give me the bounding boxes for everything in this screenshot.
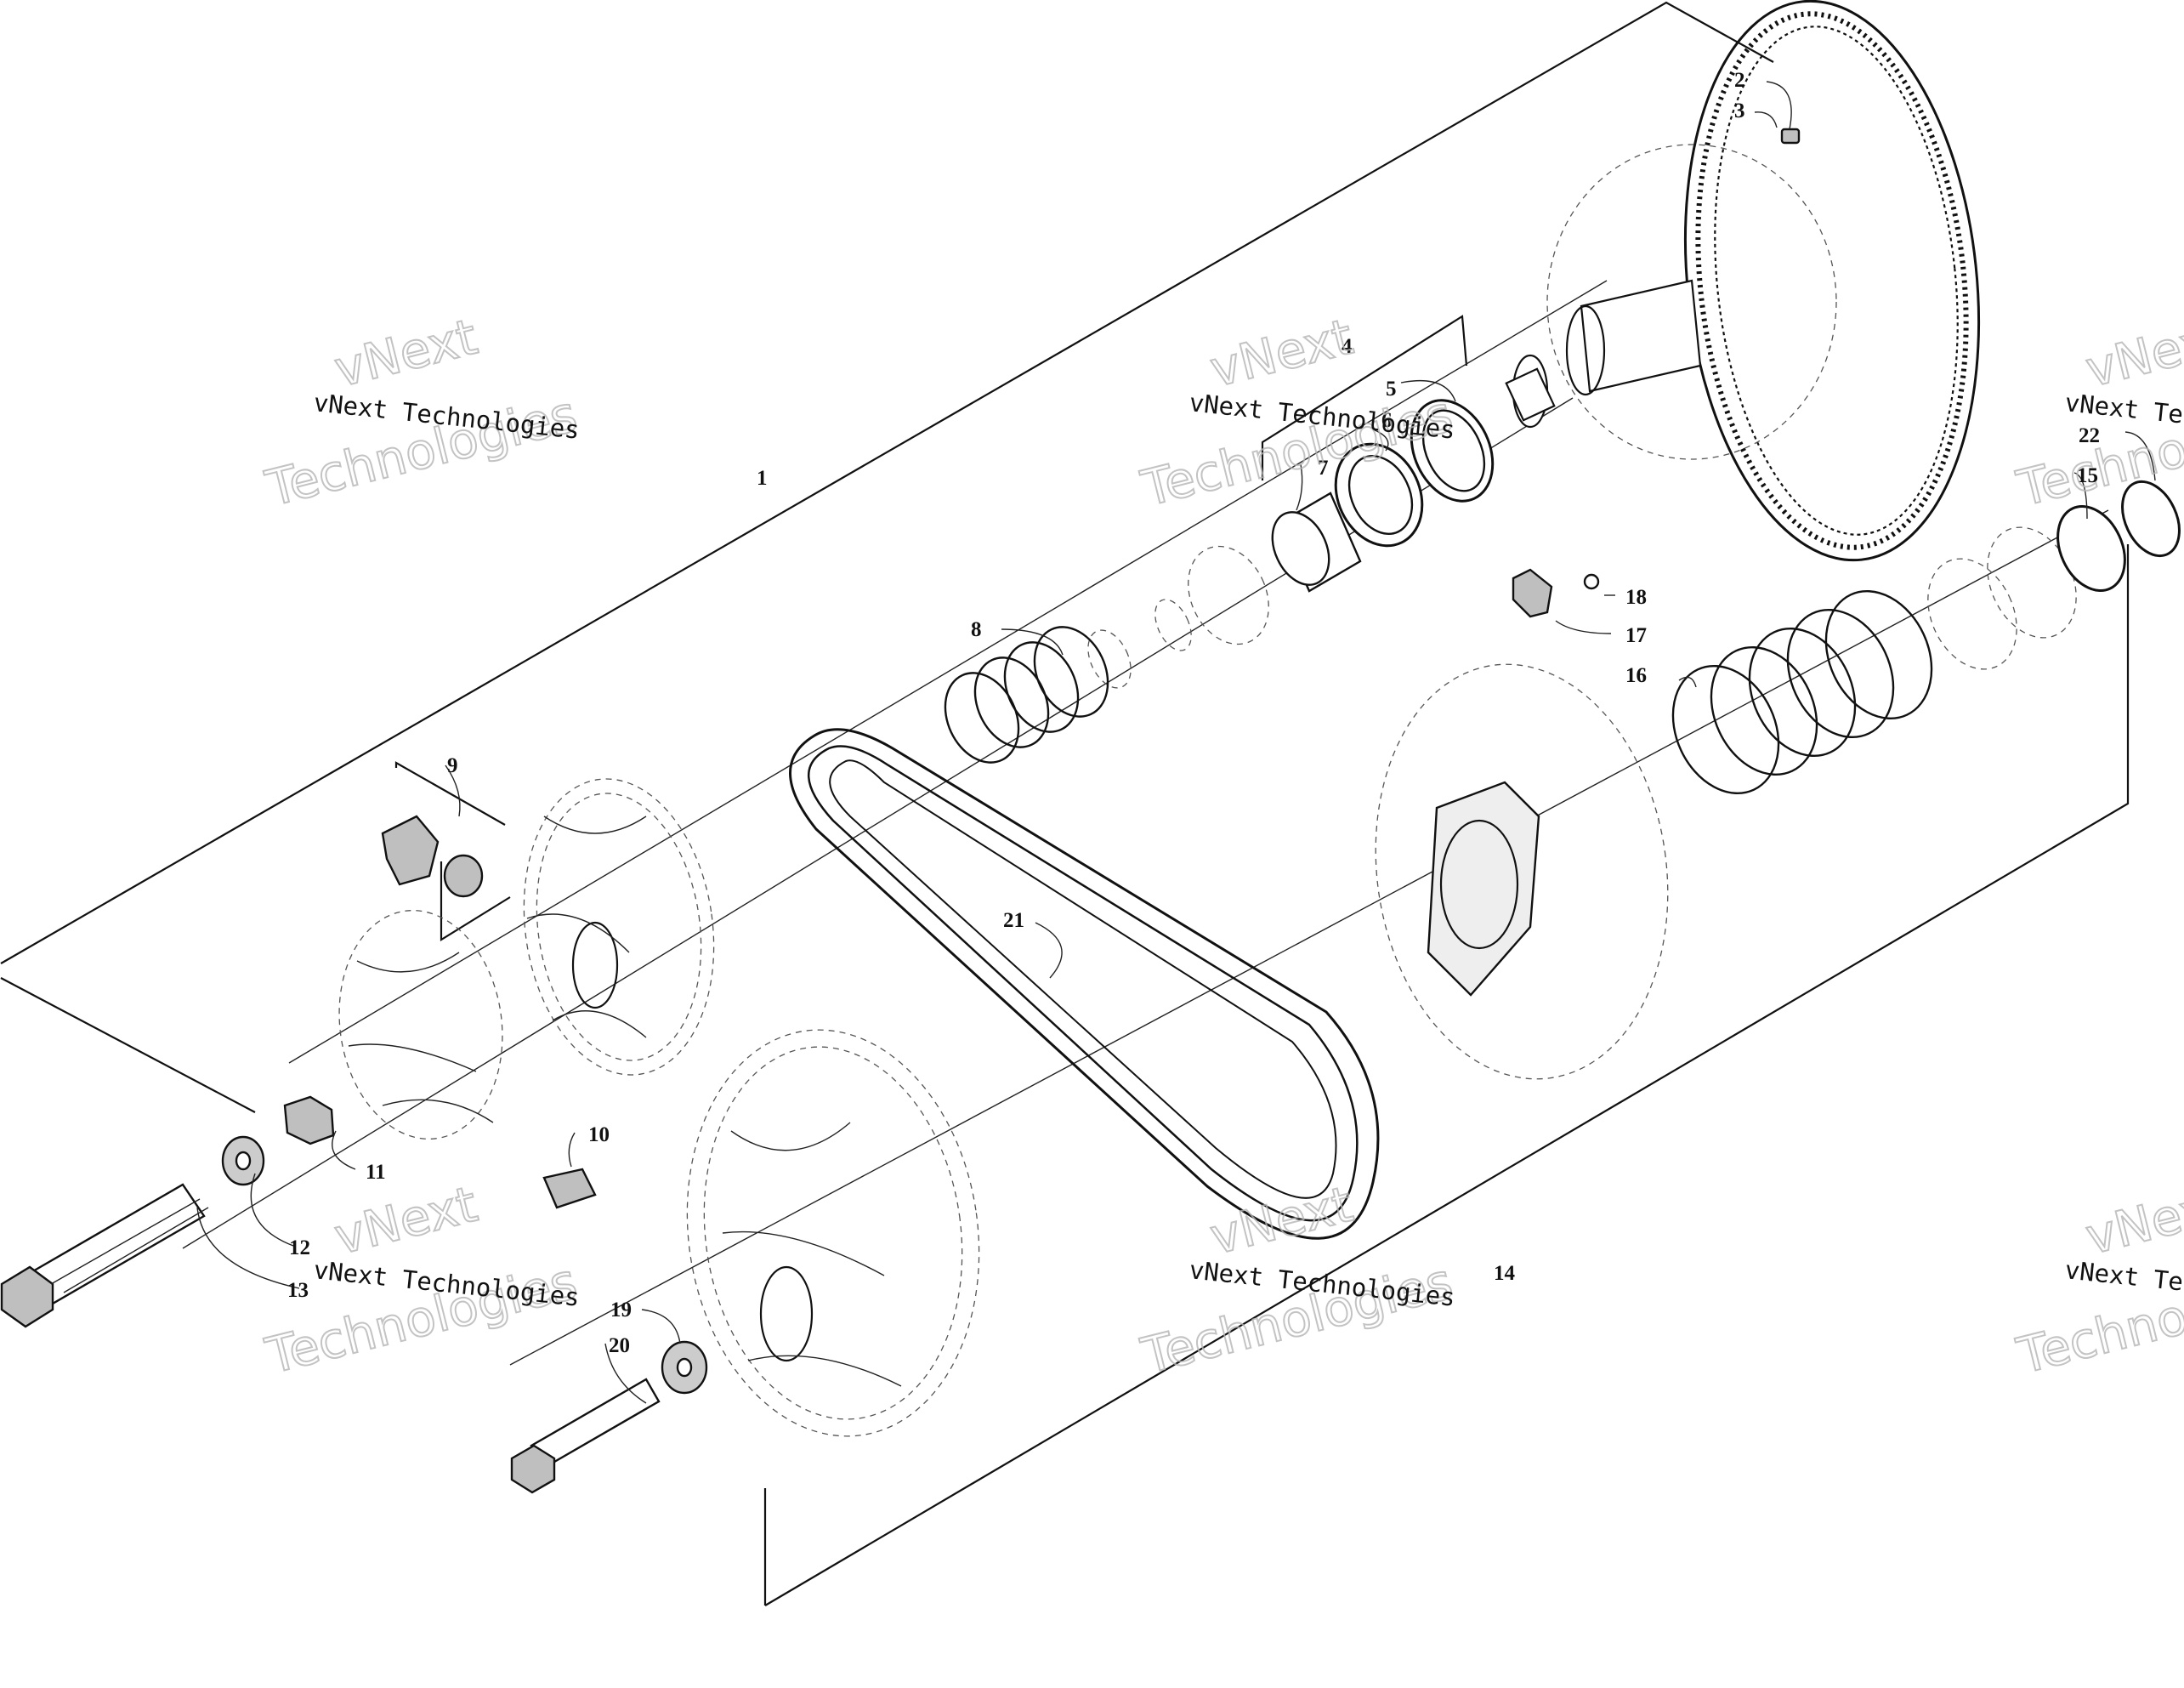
- callout-11: 11: [366, 1161, 386, 1184]
- watermark-big-3a: vNext: [2080, 308, 2184, 399]
- watermark-big-6a: vNext: [2080, 1175, 2184, 1266]
- drive-belt: [789, 728, 1380, 1240]
- callout-19: 19: [610, 1299, 632, 1321]
- leader-lines: [196, 81, 2156, 1404]
- drive-clutch-spring: [944, 626, 1109, 764]
- callout-18: 18: [1625, 586, 1647, 609]
- callout-21: 21: [1003, 909, 1024, 932]
- callout-6: 6: [1381, 409, 1393, 432]
- drive-clutch-movable-sheave: [338, 778, 715, 1209]
- callout-12: 12: [289, 1236, 310, 1259]
- drive-clutch-bushings: [1087, 399, 1495, 689]
- callout-22: 22: [2079, 424, 2100, 447]
- callout-14: 14: [1494, 1262, 1516, 1285]
- driven-clutch: [510, 480, 2181, 1494]
- watermarks: vNext Technologies vNext Technologies vN…: [259, 307, 2184, 1386]
- callout-5: 5: [1386, 378, 1397, 401]
- callout-15: 15: [2077, 464, 2098, 487]
- watermark-big-4a: vNext: [329, 1175, 483, 1266]
- callout-2: 2: [1734, 69, 1745, 92]
- callout-17: 17: [1625, 624, 1647, 647]
- drive-clutch-fasteners: [0, 1095, 335, 1328]
- callout-7: 7: [1318, 457, 1329, 480]
- callout-10: 10: [588, 1123, 610, 1146]
- callout-20: 20: [609, 1334, 630, 1357]
- callout-16: 16: [1625, 664, 1647, 687]
- watermark-big-2a: vNext: [1205, 308, 1359, 399]
- callout-8: 8: [971, 618, 982, 641]
- watermark-big-1a: vNext: [329, 308, 483, 399]
- callout-9: 9: [447, 754, 458, 777]
- watermark-big-5a: vNext: [1205, 1175, 1359, 1266]
- callout-labels: 1 2 3 4 5 6 7 8 9 10 11 12 13 14 15 16 1…: [287, 69, 2100, 1357]
- drive-clutch-ring-gear: [1505, 0, 1981, 562]
- callout-1: 1: [757, 467, 768, 490]
- callout-3: 3: [1734, 99, 1745, 122]
- callout-13: 13: [287, 1279, 309, 1302]
- callout-4: 4: [1342, 335, 1353, 358]
